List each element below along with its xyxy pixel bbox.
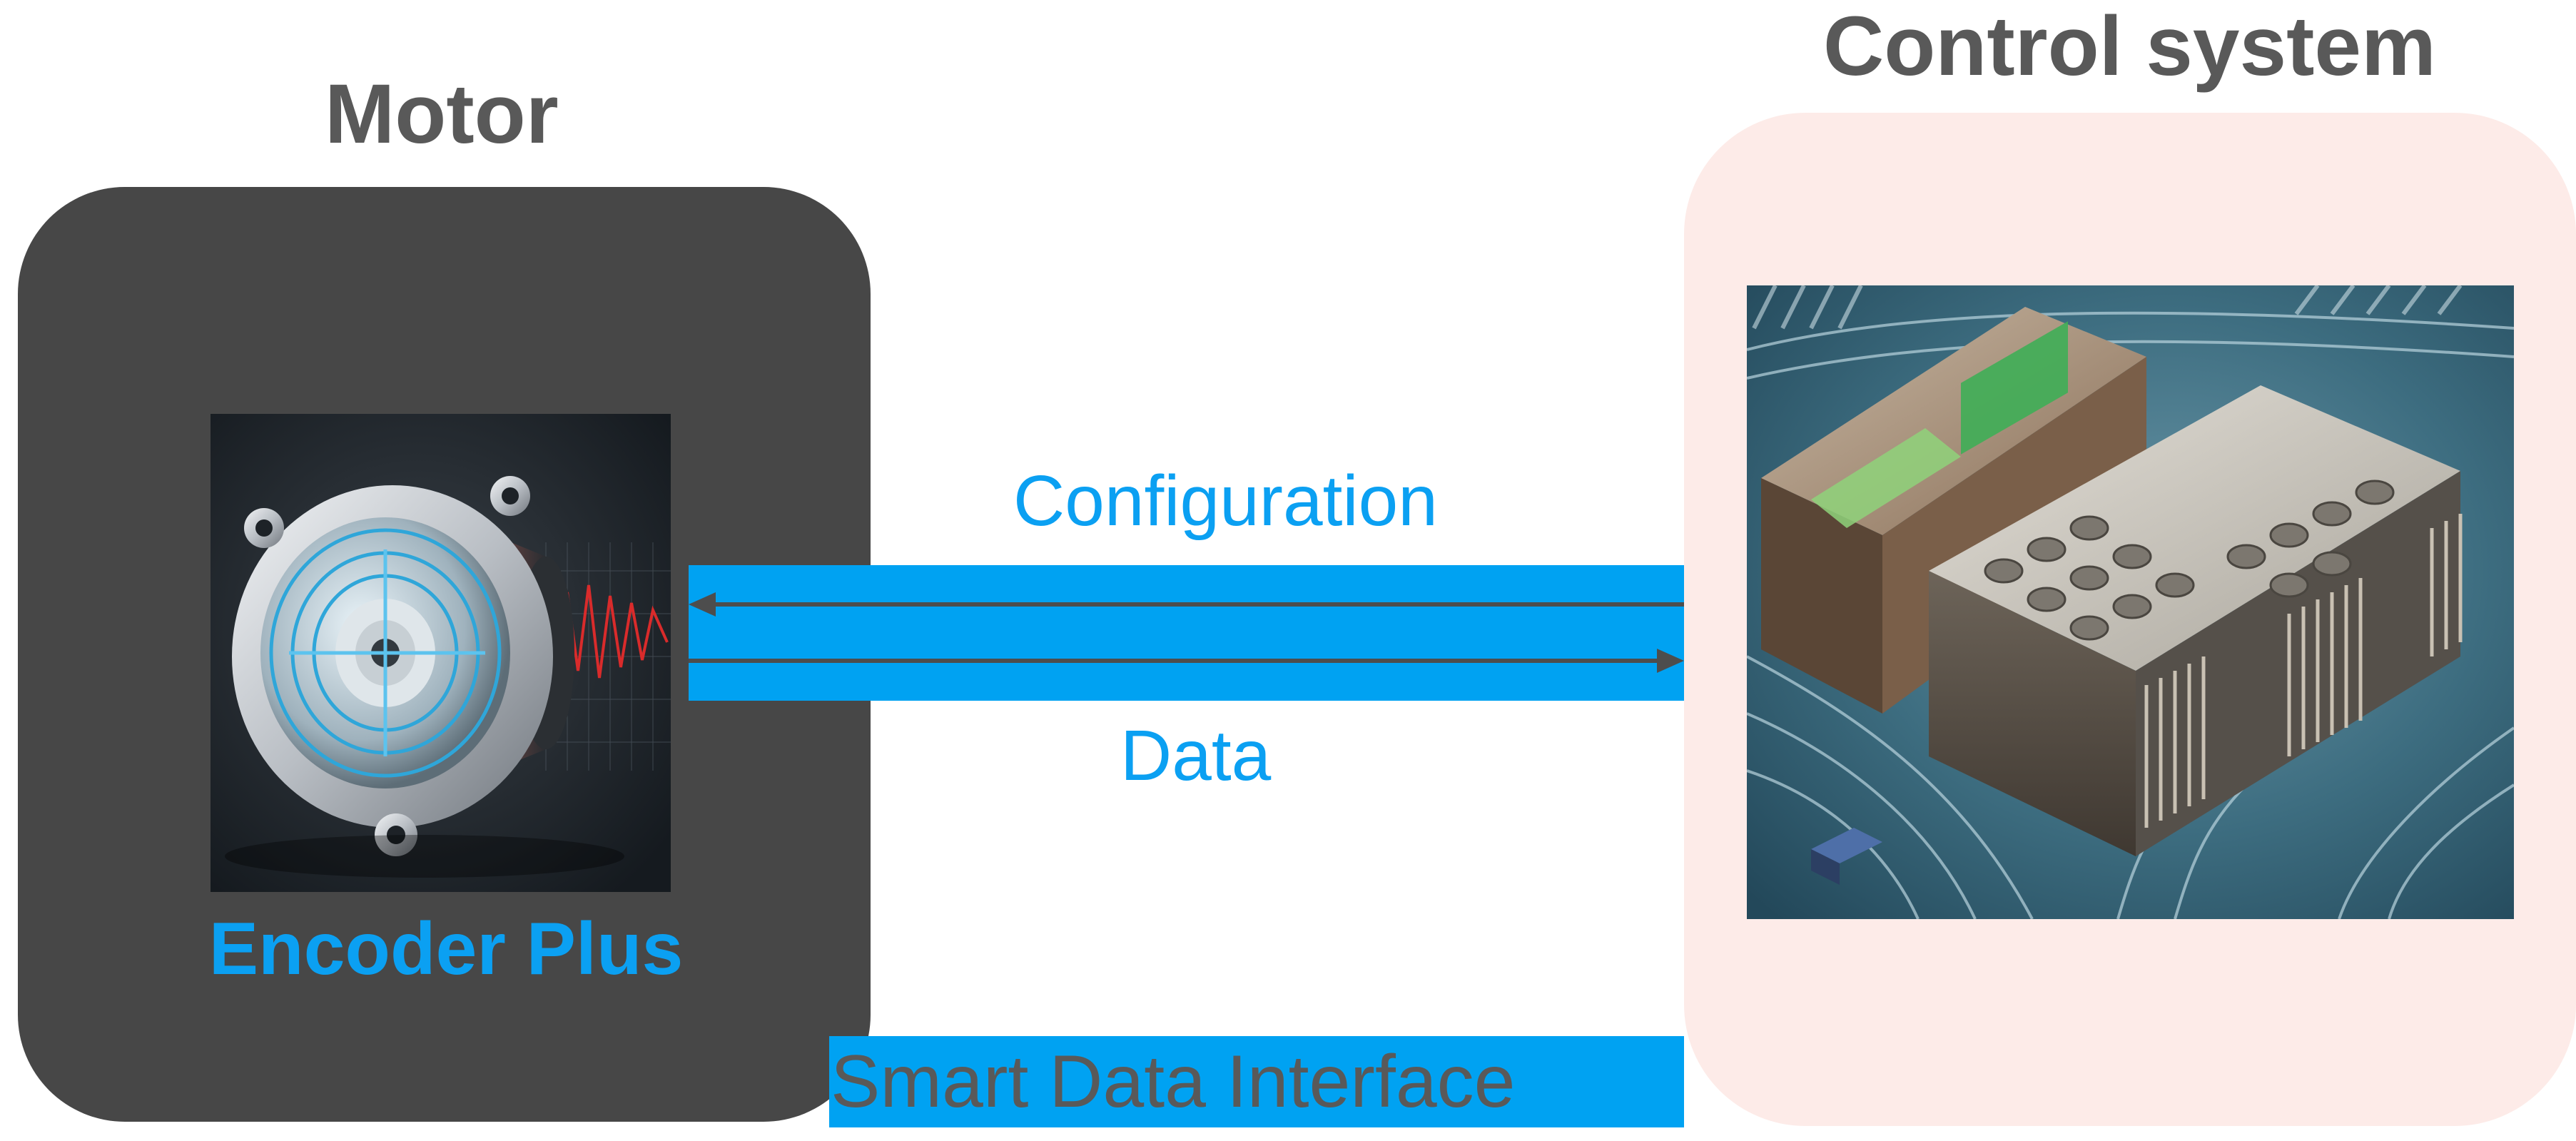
configuration-label: Configuration — [1013, 461, 1438, 541]
control-system-title: Control system — [1823, 0, 2436, 93]
link-arrows — [689, 592, 1684, 673]
smart-data-interface-label: Smart Data Interface — [831, 1040, 1516, 1123]
motor-title: Motor — [325, 67, 559, 161]
configuration-arrow — [689, 592, 1684, 617]
encoder-image — [211, 414, 671, 892]
data-arrow — [689, 649, 1684, 673]
smart-data-interface-bar: Smart Data Interface — [829, 1036, 1684, 1127]
link-band — [689, 565, 1684, 701]
encoder-icon — [211, 414, 671, 892]
encoder-label: Encoder Plus — [208, 908, 684, 990]
data-label: Data — [1120, 716, 1272, 796]
circuit-board-chip-icon — [1747, 285, 2514, 919]
control-system-image — [1747, 285, 2514, 919]
